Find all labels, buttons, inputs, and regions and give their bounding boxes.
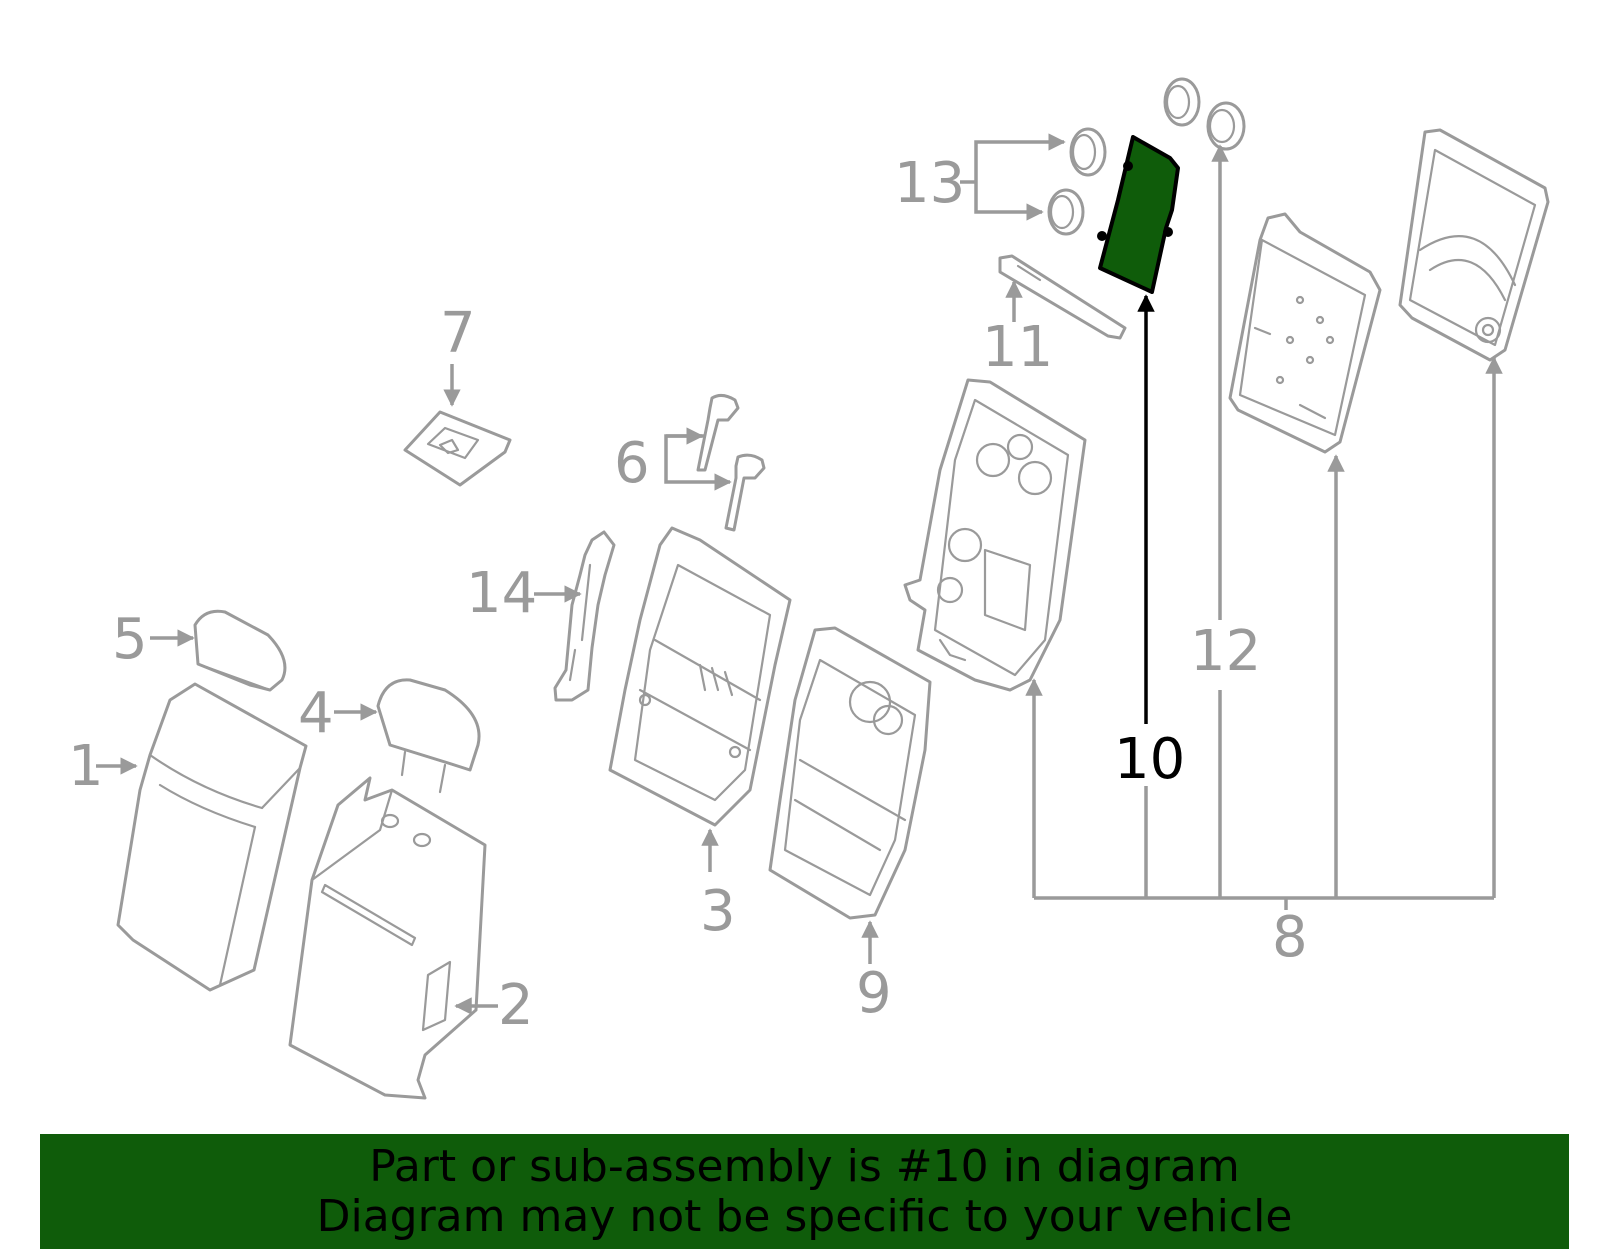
part-8-side-panel <box>1228 212 1382 454</box>
callout-14: 14 <box>466 561 537 626</box>
banner-line-2: Diagram may not be specific to your vehi… <box>316 1190 1293 1242</box>
callout-11: 11 <box>982 315 1053 380</box>
part-8-rear-panel <box>1398 128 1550 362</box>
part-8-backrest-frame <box>903 378 1087 692</box>
callout-5: 5 <box>112 607 148 672</box>
part-7-bracket <box>403 410 512 487</box>
callout-6: 6 <box>614 431 650 496</box>
part-1-seat-back-cover <box>116 682 308 992</box>
callout-12: 12 <box>1190 619 1261 684</box>
callout-labels: 1 2 3 4 5 6 7 8 9 10 11 12 13 14 <box>68 151 1308 1038</box>
callout-13: 13 <box>894 151 965 216</box>
part-6-guides <box>696 393 766 532</box>
callout-3: 3 <box>700 879 736 944</box>
info-banner: Part or sub-assembly is #10 in diagram D… <box>40 1134 1569 1249</box>
part-2-seat-back-panel <box>288 776 487 1100</box>
part-11-trim-strip <box>998 254 1127 340</box>
callout-10-highlighted: 10 <box>1114 727 1185 792</box>
part-12-caps <box>1163 77 1246 151</box>
part-10-cover-highlighted <box>1097 135 1180 294</box>
callout-8: 8 <box>1272 905 1308 970</box>
callout-4: 4 <box>298 681 334 746</box>
part-14-hinge-bracket <box>553 530 616 702</box>
callout-2: 2 <box>498 973 534 1038</box>
part-3-frame <box>608 526 792 827</box>
leader-lines <box>96 133 1503 1015</box>
banner-line-1: Part or sub-assembly is #10 in diagram <box>369 1140 1240 1192</box>
callout-9: 9 <box>856 961 892 1026</box>
callout-1: 1 <box>68 734 104 799</box>
callout-7: 7 <box>440 301 476 366</box>
part-5-headrest <box>193 609 287 692</box>
part-4-headrest <box>376 678 481 794</box>
part-13-caps <box>1047 127 1107 236</box>
part-9-frame <box>768 626 932 920</box>
